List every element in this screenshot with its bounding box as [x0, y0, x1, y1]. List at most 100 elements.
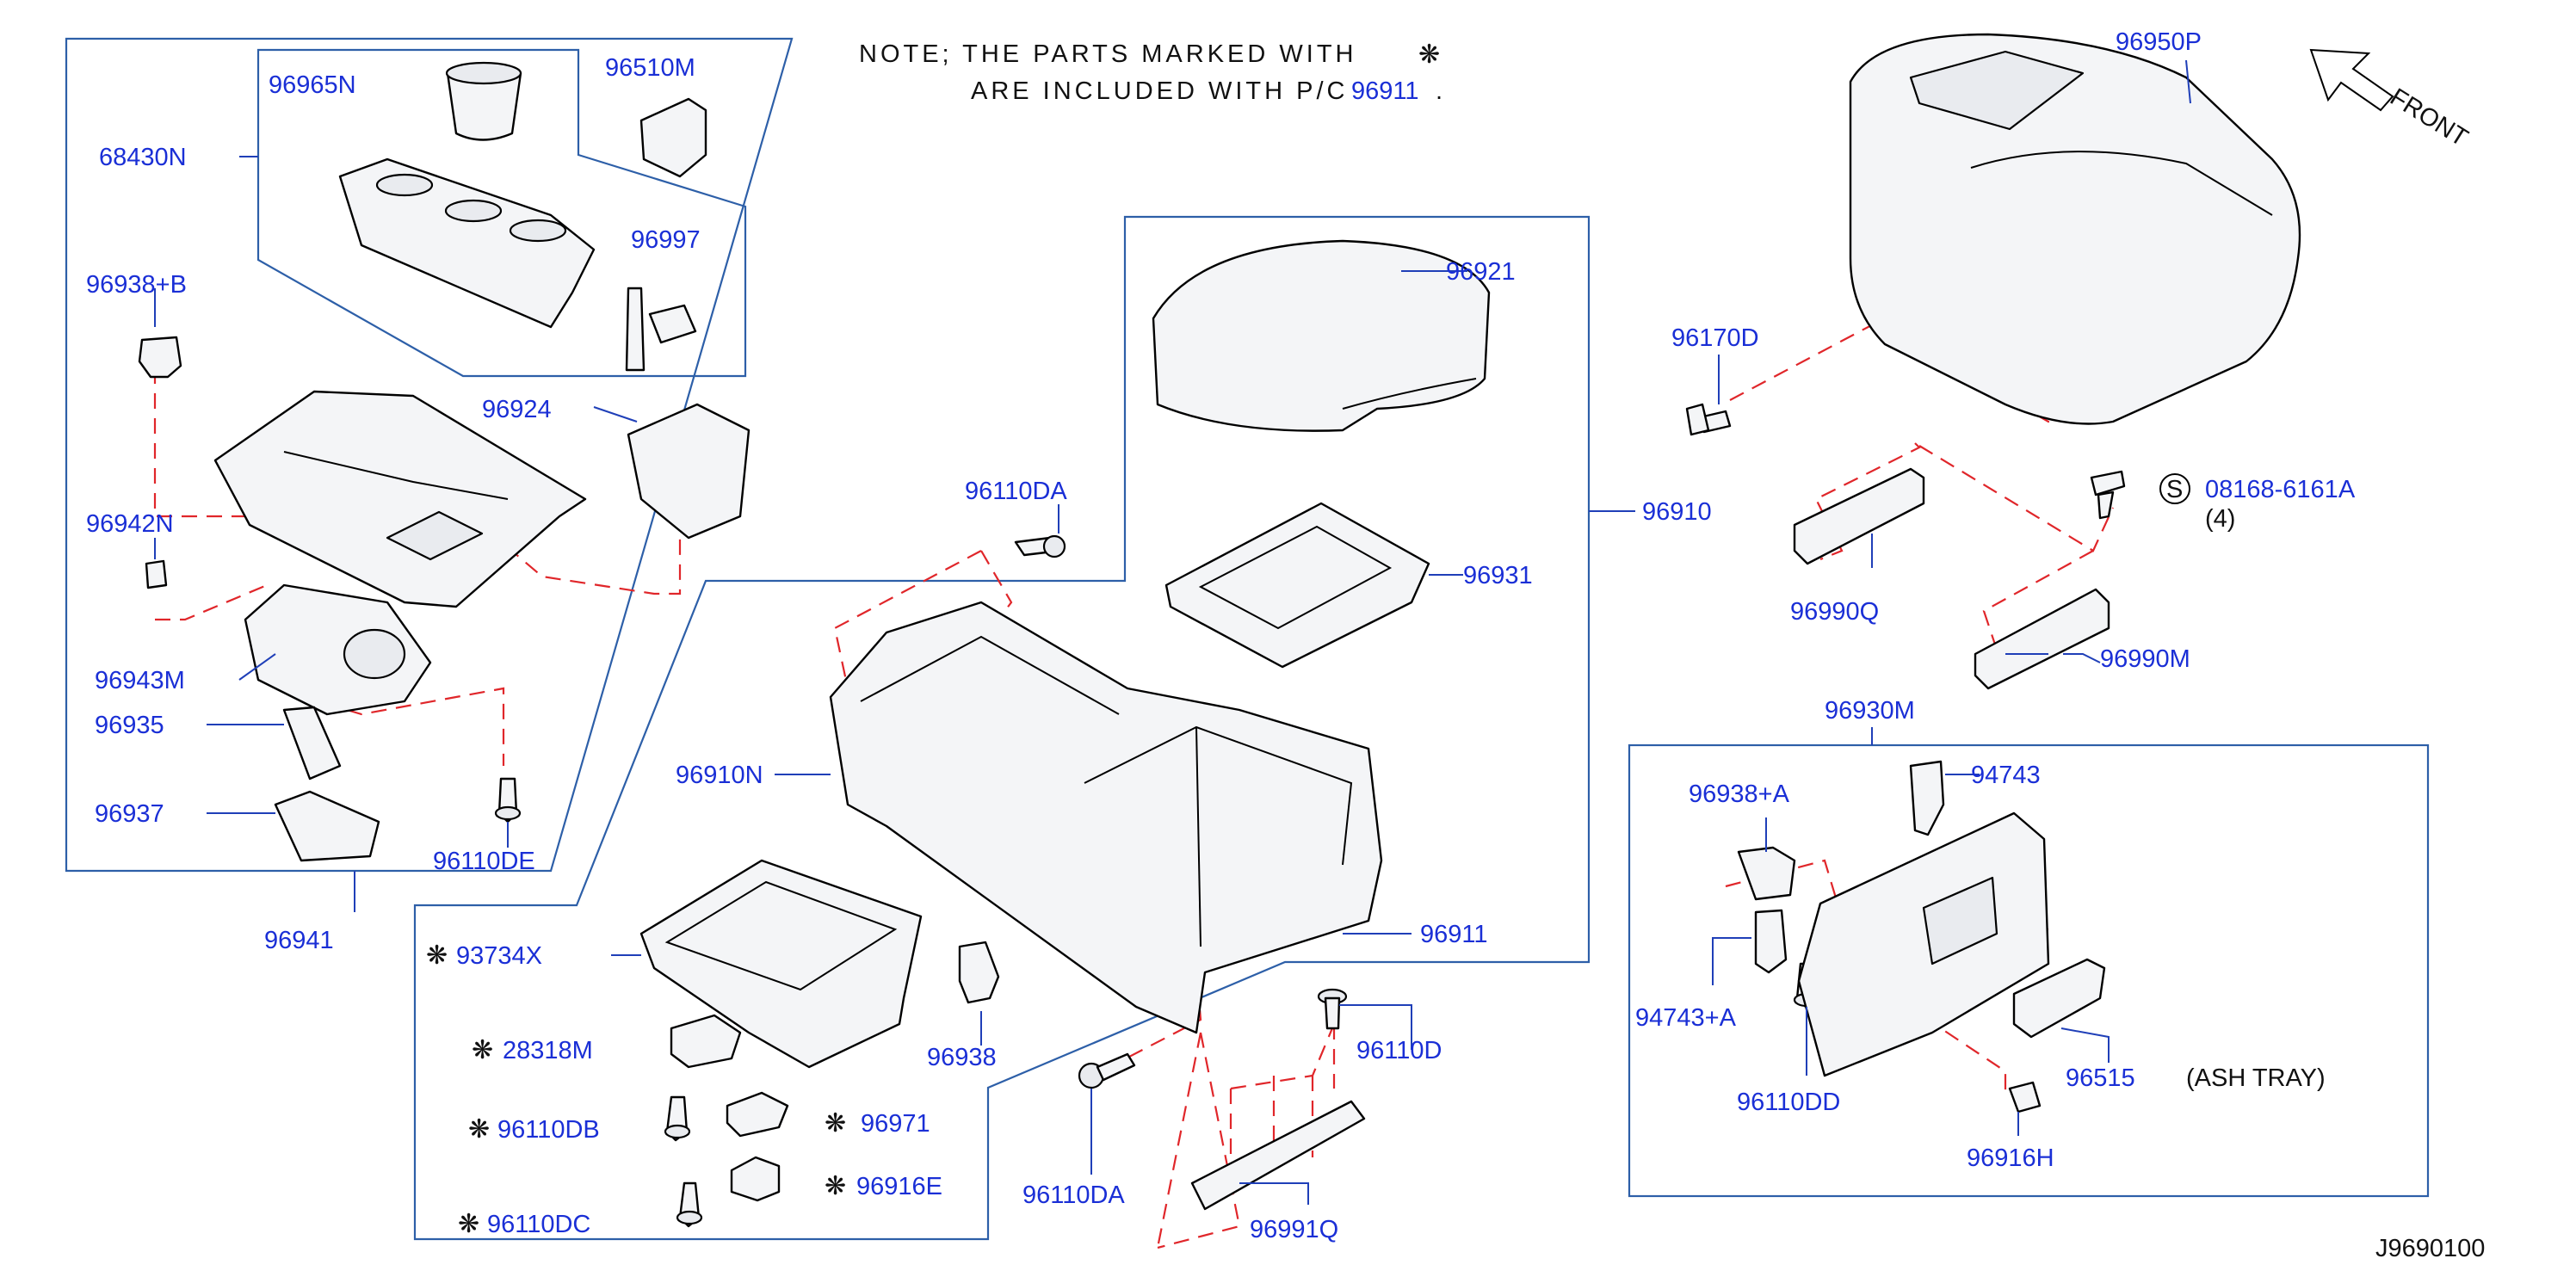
clip-96938A-part: [1737, 846, 1796, 901]
bracket-96937-part: [274, 790, 380, 862]
connector-28318M-part: [670, 1014, 742, 1069]
switch-96997-part: [625, 287, 697, 372]
label-96941: 96941: [264, 927, 334, 954]
note-line-2: ARE INCLUDED WITH P/C: [971, 77, 1348, 105]
label-96924: 96924: [482, 396, 552, 423]
marker-96110DC: ❋: [458, 1209, 479, 1239]
label-94743: 94743: [1971, 762, 2041, 789]
screw-96110DA-bottom-part: [1078, 1052, 1136, 1089]
label-96938: 96938: [927, 1044, 997, 1071]
label-94743A: 94743+A: [1635, 1004, 1737, 1032]
quantity-note: (4): [2205, 505, 2235, 533]
bracket-96990Q-part: [1793, 467, 1925, 565]
armrest-cover-part: [1849, 33, 2301, 425]
label-96911: 96911: [1420, 921, 1488, 948]
screw-96110DE-part: [494, 777, 522, 824]
ash-tray-note: (ASH TRAY): [2186, 1064, 2326, 1092]
part-labels: 68430N 96965N 96510M 96997 96938+B 96924…: [86, 28, 2356, 1243]
label-96938A: 96938+A: [1689, 780, 1790, 808]
console-frame-part: [829, 601, 1383, 1034]
clip-96938B-part: [138, 336, 182, 379]
boot-96935-part: [282, 706, 342, 780]
label-96921: 96921: [1446, 258, 1516, 286]
front-arrow-icon: [2309, 48, 2394, 112]
lid-frame-96931-part: [1164, 502, 1430, 669]
label-96935: 96935: [95, 712, 164, 739]
frame-96930M-group: [1628, 743, 2430, 1198]
shifter-bezel-part: [244, 583, 432, 716]
bolt-96170D-part: [1685, 403, 1732, 436]
leader-lines: [154, 59, 2191, 1205]
rear-finisher-panel-part: [1797, 811, 2050, 1077]
cap-96916E-part: [730, 1156, 781, 1202]
pocket-96924-part: [627, 403, 751, 540]
label-96990Q: 96990Q: [1790, 598, 1879, 626]
storage-bin-part: [639, 859, 923, 1069]
label-96938B: 96938+B: [86, 271, 187, 299]
marker-28318M: ❋: [472, 1035, 493, 1065]
label-96510M: 96510M: [605, 54, 695, 82]
bracket-96991Q-part: [1190, 1100, 1366, 1211]
bracket-96510M-part: [639, 97, 707, 178]
diagram-id: J9690100: [2375, 1235, 2485, 1262]
label-68430N: 68430N: [99, 144, 187, 171]
marker-93734X: ❋: [426, 941, 448, 971]
cap-96916H-part: [2008, 1081, 2042, 1114]
bracket-96990M-part: [1974, 588, 2110, 690]
label-96916H: 96916H: [1967, 1144, 2054, 1172]
marker-96110DB: ❋: [468, 1114, 490, 1144]
button-96942N-part: [145, 559, 168, 589]
cup-tray-part: [338, 157, 596, 329]
label-96931: 96931: [1463, 562, 1533, 589]
label-08168-6161A: 08168-6161A: [2205, 476, 2356, 503]
label-96110D: 96110D: [1356, 1037, 1442, 1064]
label-96990M: 96990M: [2100, 645, 2190, 673]
screw-96110DB-part: [664, 1095, 691, 1142]
armrest-lid-part: [1152, 239, 1491, 432]
frame-96941-group: [65, 37, 794, 873]
label-96943M: 96943M: [95, 667, 185, 694]
cup-holder-cup-part: [445, 61, 522, 141]
label-96910: 96910: [1642, 498, 1712, 526]
frame-68430N-subgroup: [256, 48, 747, 378]
label-96110DB: 96110DB: [497, 1116, 600, 1144]
note-marker: ❋: [1418, 40, 1440, 70]
s-symbol: S: [2166, 476, 2183, 503]
label-96950P: 96950P: [2116, 28, 2202, 56]
label-96515: 96515: [2066, 1064, 2135, 1092]
label-96916E: 96916E: [856, 1173, 942, 1200]
finisher-panel-part: [213, 390, 587, 608]
label-96110DD: 96110DD: [1737, 1089, 1840, 1116]
note-part-ref: 96911: [1351, 77, 1419, 105]
label-96910N: 96910N: [676, 762, 763, 789]
frame-96910-group: [413, 215, 1591, 1241]
label-96991Q: 96991Q: [1250, 1216, 1338, 1243]
marker-96971: ❋: [825, 1108, 846, 1138]
switch-96971-part: [726, 1091, 789, 1138]
screw-96110DC-part: [676, 1181, 703, 1228]
label-96937: 96937: [95, 800, 164, 828]
label-96997: 96997: [631, 226, 701, 254]
ash-tray-part: [2012, 958, 2106, 1039]
clip-96938-part: [958, 941, 1000, 1004]
label-96930M: 96930M: [1825, 697, 1915, 725]
label-93734X: 93734X: [456, 942, 542, 970]
label-96942N: 96942N: [86, 510, 174, 538]
label-28318M: 28318M: [503, 1037, 593, 1064]
bolt-96110D-part: [1317, 988, 1348, 1030]
label-96971: 96971: [861, 1110, 930, 1138]
note-line-1: NOTE; THE PARTS MARKED WITH: [859, 40, 1357, 68]
label-96110DC: 96110DC: [487, 1211, 590, 1238]
clip-94743-part: [1909, 760, 1945, 836]
label-96170D: 96170D: [1671, 324, 1759, 352]
screw-96110DA-top-part: [1014, 534, 1066, 558]
clip-94743A-part: [1754, 909, 1788, 974]
label-96110DE: 96110DE: [433, 848, 535, 875]
s-symbol-circle: [2159, 473, 2190, 504]
bolt-08168-part: [2090, 470, 2126, 520]
note-period: .: [1436, 77, 1442, 105]
parts-note: NOTE; THE PARTS MARKED WITH ❋ ARE INCLUD…: [859, 40, 1442, 105]
marker-96916E: ❋: [825, 1171, 846, 1201]
label-96110DA-bottom: 96110DA: [1022, 1181, 1125, 1209]
